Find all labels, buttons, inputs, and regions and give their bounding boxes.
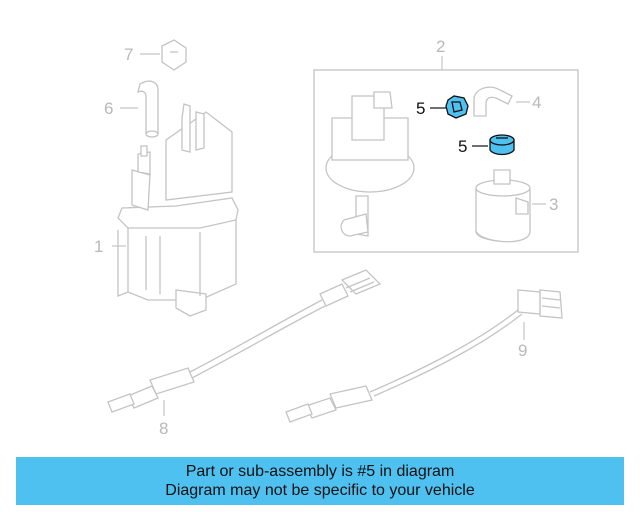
detail-box-2 [313,69,579,253]
banner-line-1: Part or sub-assembly is #5 in diagram [185,463,455,480]
part-7-cap[interactable] [161,39,187,71]
callout-2: 2 [436,37,445,56]
callout-7: 7 [124,45,133,64]
info-banner: Part or sub-assembly is #5 in diagram Di… [16,457,624,505]
callout-1: 1 [94,237,103,256]
part-5-fitting-upper[interactable] [445,95,469,119]
callout-5-upper: 5 [416,99,425,118]
banner-line-2: Diagram may not be specific to your vehi… [165,482,475,499]
part-1-canister[interactable] [117,103,239,317]
part-4-hose[interactable] [473,86,513,117]
part-5-fitting-lower[interactable] [489,134,515,156]
part-8-o2-sensor[interactable] [107,269,382,413]
callout-9: 9 [518,341,527,360]
callout-5-lower: 5 [458,137,467,156]
callout-4: 4 [532,93,541,112]
callout-3: 3 [549,195,558,214]
callout-6: 6 [104,99,113,118]
part-6-hose[interactable] [137,80,159,138]
part-3-solenoid[interactable] [475,169,531,243]
purge-valve[interactable] [325,91,415,237]
callout-8: 8 [159,419,168,438]
parts-diagram: 1 2 3 4 5 5 6 7 8 9 [94,37,579,438]
part-9-o2-sensor[interactable] [285,289,563,423]
